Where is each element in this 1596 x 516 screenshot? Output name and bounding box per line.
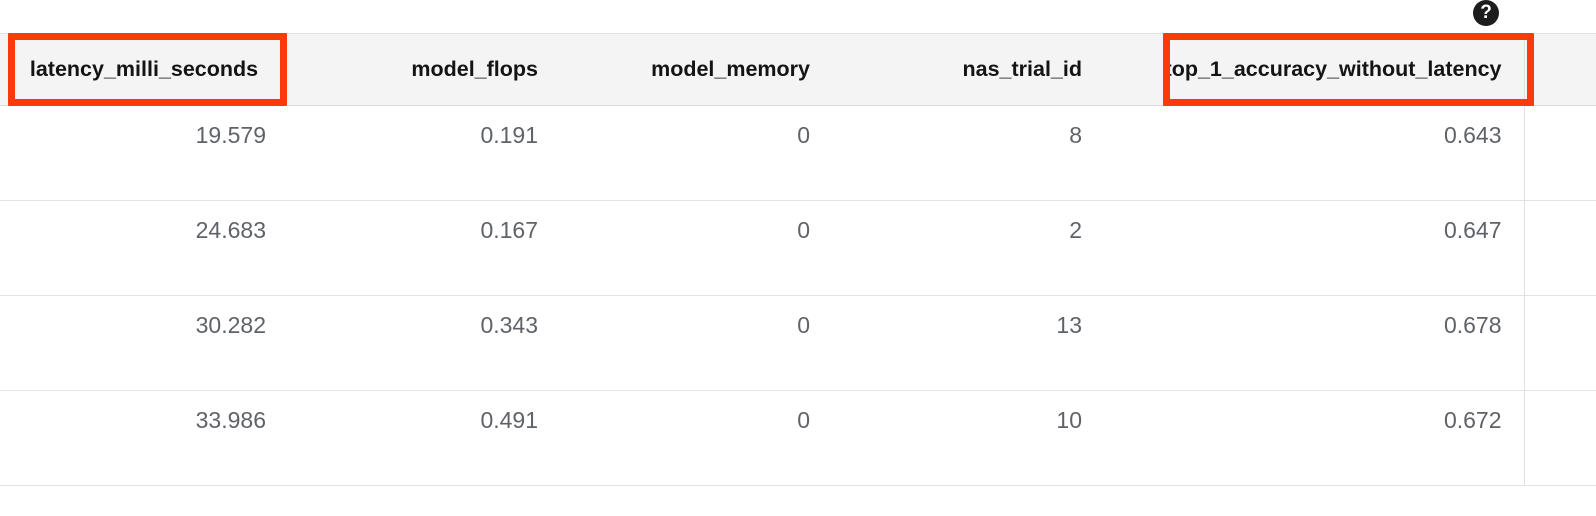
table-row[interactable]: 19.579 0.191 0 8 0.643 bbox=[0, 105, 1596, 201]
cell-value: 0 bbox=[797, 407, 810, 433]
cell-model-flops: 0.491 bbox=[288, 390, 560, 486]
cell-value: 0.167 bbox=[480, 217, 538, 243]
cell-value: 0.672 bbox=[1443, 407, 1502, 433]
cell-value: 0.643 bbox=[1443, 122, 1502, 148]
cell-value bbox=[1547, 201, 1575, 219]
cell-value: 8 bbox=[1069, 122, 1082, 148]
table-row[interactable]: 24.683 0.167 0 2 0.647 bbox=[0, 200, 1596, 296]
cell-value: 0 bbox=[797, 217, 810, 243]
cell-value: 10 bbox=[1056, 407, 1082, 433]
cell-latency-milli-seconds: 24.683 bbox=[0, 200, 288, 296]
cell-value: 33.986 bbox=[195, 407, 266, 433]
cell-value: 19.579 bbox=[195, 122, 266, 148]
cell-value: 0.678 bbox=[1443, 312, 1502, 338]
cell-top-1-accuracy-without-latency: 0.678 bbox=[1104, 295, 1524, 391]
cell-nas-trial-id: 2 bbox=[832, 200, 1104, 296]
cell-model-memory: 0 bbox=[560, 295, 832, 391]
cell-value: 24.683 bbox=[195, 217, 266, 243]
column-header-top-1-accuracy-without-latency[interactable]: top_1_accuracy_without_latency bbox=[1104, 33, 1524, 106]
table-body: 19.579 0.191 0 8 0.643 bbox=[0, 105, 1596, 486]
cell-value: 30.282 bbox=[195, 312, 266, 338]
table-header: latency_milli_seconds model_flops model_… bbox=[0, 33, 1596, 106]
cell-latency-milli-seconds: 33.986 bbox=[0, 390, 288, 486]
column-header-overflow[interactable] bbox=[1523, 33, 1596, 106]
table-header-row: latency_milli_seconds model_flops model_… bbox=[0, 33, 1596, 106]
cell-model-flops: 0.343 bbox=[288, 295, 560, 391]
cell-value: 0 bbox=[797, 312, 810, 338]
help-question-icon[interactable]: ? bbox=[1473, 0, 1499, 26]
cell-value: 2 bbox=[1069, 217, 1082, 243]
cell-latency-milli-seconds: 30.282 bbox=[0, 295, 288, 391]
cell-latency-milli-seconds: 19.579 bbox=[0, 105, 288, 201]
cell-overflow bbox=[1523, 295, 1596, 391]
top-strip: ? bbox=[0, 0, 1596, 33]
cell-value: 13 bbox=[1056, 312, 1082, 338]
cell-value bbox=[1547, 106, 1575, 124]
table-row[interactable]: 33.986 0.491 0 10 0.672 bbox=[0, 390, 1596, 486]
cell-value: 0.191 bbox=[480, 122, 538, 148]
column-header-latency-milli-seconds[interactable]: latency_milli_seconds bbox=[0, 33, 288, 106]
cell-model-memory: 0 bbox=[560, 105, 832, 201]
cell-overflow bbox=[1523, 390, 1596, 486]
cell-value: 0.343 bbox=[480, 312, 538, 338]
column-header-model-flops[interactable]: model_flops bbox=[288, 33, 560, 106]
cell-value bbox=[1547, 296, 1575, 314]
cell-nas-trial-id: 10 bbox=[832, 390, 1104, 486]
cell-value: 0 bbox=[797, 122, 810, 148]
cell-overflow bbox=[1523, 105, 1596, 201]
results-table: latency_milli_seconds model_flops model_… bbox=[0, 33, 1596, 486]
column-header-model-memory[interactable]: model_memory bbox=[560, 33, 832, 106]
cell-model-flops: 0.167 bbox=[288, 200, 560, 296]
cell-overflow bbox=[1523, 200, 1596, 296]
cell-value bbox=[1547, 391, 1575, 409]
cell-top-1-accuracy-without-latency: 0.672 bbox=[1104, 390, 1524, 486]
cell-value: 0.647 bbox=[1443, 217, 1502, 243]
cell-nas-trial-id: 8 bbox=[832, 105, 1104, 201]
table-row[interactable]: 30.282 0.343 0 13 0.678 bbox=[0, 295, 1596, 391]
cell-model-memory: 0 bbox=[560, 200, 832, 296]
cell-model-memory: 0 bbox=[560, 390, 832, 486]
cell-value: 0.491 bbox=[480, 407, 538, 433]
cell-top-1-accuracy-without-latency: 0.643 bbox=[1104, 105, 1524, 201]
cell-nas-trial-id: 13 bbox=[832, 295, 1104, 391]
cell-top-1-accuracy-without-latency: 0.647 bbox=[1104, 200, 1524, 296]
cell-model-flops: 0.191 bbox=[288, 105, 560, 201]
column-header-nas-trial-id[interactable]: nas_trial_id bbox=[832, 33, 1104, 106]
